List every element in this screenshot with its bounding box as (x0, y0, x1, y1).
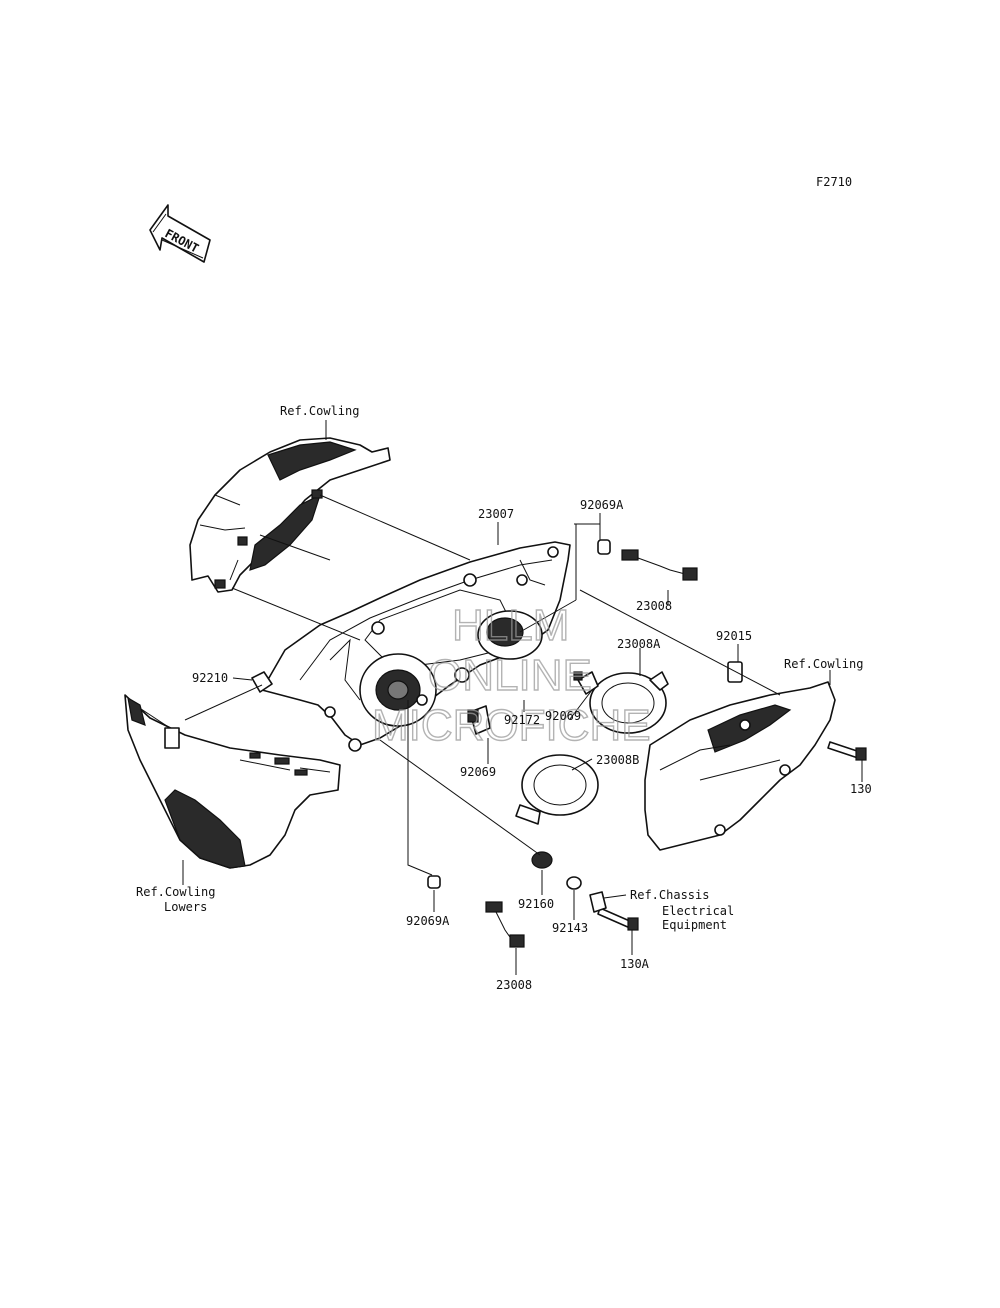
label-92069-low: 92069 (460, 765, 496, 779)
label-92143: 92143 (552, 921, 588, 935)
bulb-92069-low-part (467, 705, 491, 735)
label-92210: 92210 (192, 671, 228, 685)
label-23008-bottom: 23008 (496, 978, 532, 992)
label-ref-chassis-1: Ref.Chassis (630, 888, 709, 902)
upper-cowling-part (189, 437, 391, 593)
svg-text:HLLM: HLLM (452, 601, 569, 650)
label-ref-chassis-2: Electrical (662, 904, 734, 918)
svg-text:ONLINE: ONLINE (428, 651, 592, 700)
lead-23008-bottom-part (485, 901, 525, 948)
headlight-assembly-part (261, 541, 571, 752)
label-92160: 92160 (518, 897, 554, 911)
label-92172: 92172 (504, 713, 540, 727)
bracket-ref-chassis-part (589, 891, 607, 913)
leader-lines (182, 420, 863, 975)
right-cowling-part (644, 681, 836, 851)
label-ref-chassis-3: Equipment (662, 918, 727, 932)
bolt-130-part (827, 741, 867, 761)
damper-92160-part (531, 851, 553, 869)
bulb-92069a-bottom-part (427, 875, 441, 889)
label-23008-top: 23008 (636, 599, 672, 613)
bolt-130a-part (597, 907, 639, 931)
socket-92015-part (727, 661, 743, 683)
label-23008b: 23008B (596, 753, 639, 767)
label-92069a-top: 92069A (580, 498, 624, 512)
label-130: 130 (850, 782, 872, 796)
label-ref-cowling-lowers-1: Ref.Cowling (136, 885, 215, 899)
figure-code: F2710 (816, 175, 852, 189)
bulb-92069a-top-part (597, 539, 611, 555)
label-23007: 23007 (478, 507, 514, 521)
front-arrow-icon: FRONT (149, 204, 211, 263)
label-ref-cowling-right: Ref.Cowling (784, 657, 863, 671)
collar-92143-part (566, 876, 582, 890)
bulb-92069-mid-part (573, 671, 599, 695)
label-92069a-bottom: 92069A (406, 914, 450, 928)
label-92015: 92015 (716, 629, 752, 643)
bulb-cover-23008b-part (515, 754, 599, 825)
label-ref-cowling-top: Ref.Cowling (280, 404, 359, 418)
lower-cowling-part (124, 694, 341, 869)
watermark: HLLM ONLINE MICROFICHE (371, 600, 651, 750)
bulb-cover-23008a-part (589, 671, 669, 734)
label-92069-mid: 92069 (545, 709, 581, 723)
label-23008a: 23008A (617, 637, 661, 651)
svg-text:MICROFICHE: MICROFICHE (372, 701, 651, 750)
lead-23008-top-part (621, 549, 698, 581)
label-ref-cowling-lowers-2: Lowers (164, 900, 207, 914)
label-130a: 130A (620, 957, 650, 971)
